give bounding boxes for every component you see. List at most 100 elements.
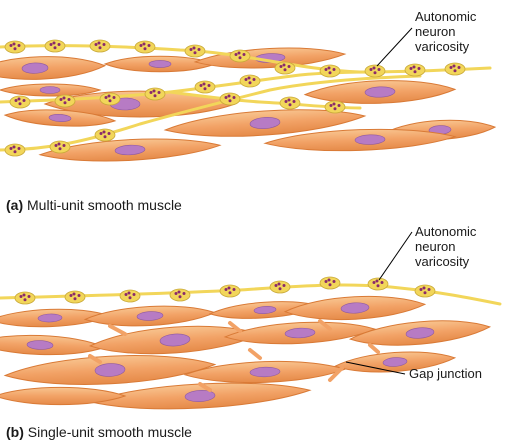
varicosity (364, 64, 386, 78)
vesicle (417, 67, 421, 70)
varicosity (99, 92, 121, 106)
varicosity (279, 96, 301, 110)
vesicle (228, 291, 232, 295)
vesicle (237, 51, 241, 55)
varicosity-label-b: Autonomic neuron varicosity (415, 224, 476, 269)
varicosity (169, 288, 191, 302)
caption-b: (b) Single-unit smooth muscle (6, 424, 192, 440)
vesicle (57, 142, 61, 146)
muscle-cell (223, 321, 377, 345)
vesicle (22, 293, 26, 297)
vesicle (412, 65, 416, 69)
vesicle (327, 278, 331, 282)
vesicle (282, 284, 286, 287)
varicosity (4, 40, 26, 54)
muscle-cell (38, 138, 222, 162)
gap-junction-bridges (88, 319, 380, 392)
vesicle (17, 147, 21, 150)
varicosity (194, 80, 216, 94)
label-line: Autonomic (415, 224, 477, 239)
label-line: Autonomic (415, 9, 477, 24)
vesicle (409, 67, 413, 70)
vesicle (422, 286, 426, 290)
vesicle (324, 68, 328, 71)
vesicle (52, 41, 56, 45)
vesicle (17, 44, 21, 47)
nucleus (26, 340, 54, 350)
vesicle (197, 48, 201, 51)
vesicle (22, 99, 26, 102)
vesicle (380, 281, 384, 284)
vesicle (54, 144, 58, 147)
vesicle (292, 100, 296, 103)
vesicle (277, 282, 281, 286)
gap-junction-pointer (345, 361, 406, 375)
vesicle (192, 46, 196, 50)
vesicle (124, 293, 128, 296)
vesicle (282, 63, 286, 67)
vesicle (104, 96, 108, 99)
muscle-cell (303, 80, 457, 104)
varicosity (319, 64, 341, 78)
vesicle (193, 51, 197, 55)
vesicle (53, 46, 57, 50)
varicosity (9, 95, 31, 109)
vesicle (372, 281, 376, 284)
single-unit-muscle-cells (0, 295, 492, 410)
label-line: neuron (415, 24, 456, 39)
vesicle (99, 132, 103, 135)
gap-junction (108, 324, 127, 336)
vesicle (18, 102, 22, 106)
vesicle (69, 294, 73, 297)
vesicle (232, 288, 236, 291)
vesicle (142, 42, 146, 46)
vesicle (108, 99, 112, 103)
varicosity (184, 44, 206, 58)
nucleus (354, 134, 386, 145)
nucleus (405, 327, 435, 339)
vesicle (227, 94, 231, 98)
varicosity (54, 94, 76, 108)
varicosity (404, 63, 426, 77)
vesicle (13, 150, 17, 154)
vesicle (327, 66, 331, 70)
nucleus (48, 114, 72, 122)
varicosity (14, 291, 36, 305)
vesicle (252, 78, 256, 81)
vesicle (27, 295, 31, 298)
muscle-cell (3, 355, 217, 385)
multi-unit-muscle-cells (0, 47, 497, 162)
vesicle (279, 65, 283, 68)
vesicle (203, 87, 207, 91)
vesicle (457, 66, 461, 69)
panel-b-diagram (0, 276, 502, 410)
vesicle (132, 293, 136, 296)
vesicle (453, 69, 457, 73)
vesicle (103, 135, 107, 139)
vesicle (9, 44, 13, 47)
vesicle (143, 47, 147, 51)
varicosity (219, 92, 241, 106)
muscle-cell (183, 360, 347, 384)
vesicle (287, 65, 291, 68)
vesicle (94, 43, 98, 46)
vesicle (17, 97, 21, 101)
vesicle (112, 96, 116, 99)
gap-junction (328, 366, 344, 382)
vesicle (97, 41, 101, 45)
vesicle (107, 94, 111, 98)
vesicle (174, 292, 178, 295)
nucleus (284, 327, 316, 339)
single-unit-axon (0, 283, 502, 306)
muscle-cell (0, 83, 102, 97)
vesicle (283, 68, 287, 72)
vesicle (59, 98, 63, 101)
muscle-cell (3, 109, 117, 127)
nucleus (39, 86, 61, 94)
vesicle (419, 288, 423, 291)
label-line: varicosity (415, 254, 470, 269)
muscle-cell (0, 386, 127, 406)
vesicle (199, 84, 203, 87)
nucleus (37, 313, 63, 323)
label-line: varicosity (415, 39, 470, 54)
